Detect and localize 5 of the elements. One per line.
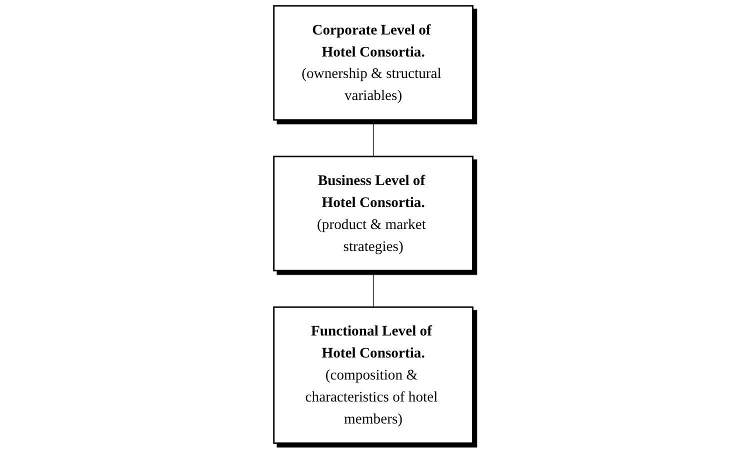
node-box: Functional Level of Hotel Consortia. (composition & characteristics of hotel members) bbox=[273, 306, 474, 444]
node-box: Corporate Level of Hotel Consortia. (ownership & structural variables) bbox=[273, 5, 474, 121]
connector bbox=[373, 270, 374, 308]
connector bbox=[373, 120, 374, 157]
node-box: Business Level of Hotel Consortia. (product & market strategies) bbox=[273, 156, 474, 272]
